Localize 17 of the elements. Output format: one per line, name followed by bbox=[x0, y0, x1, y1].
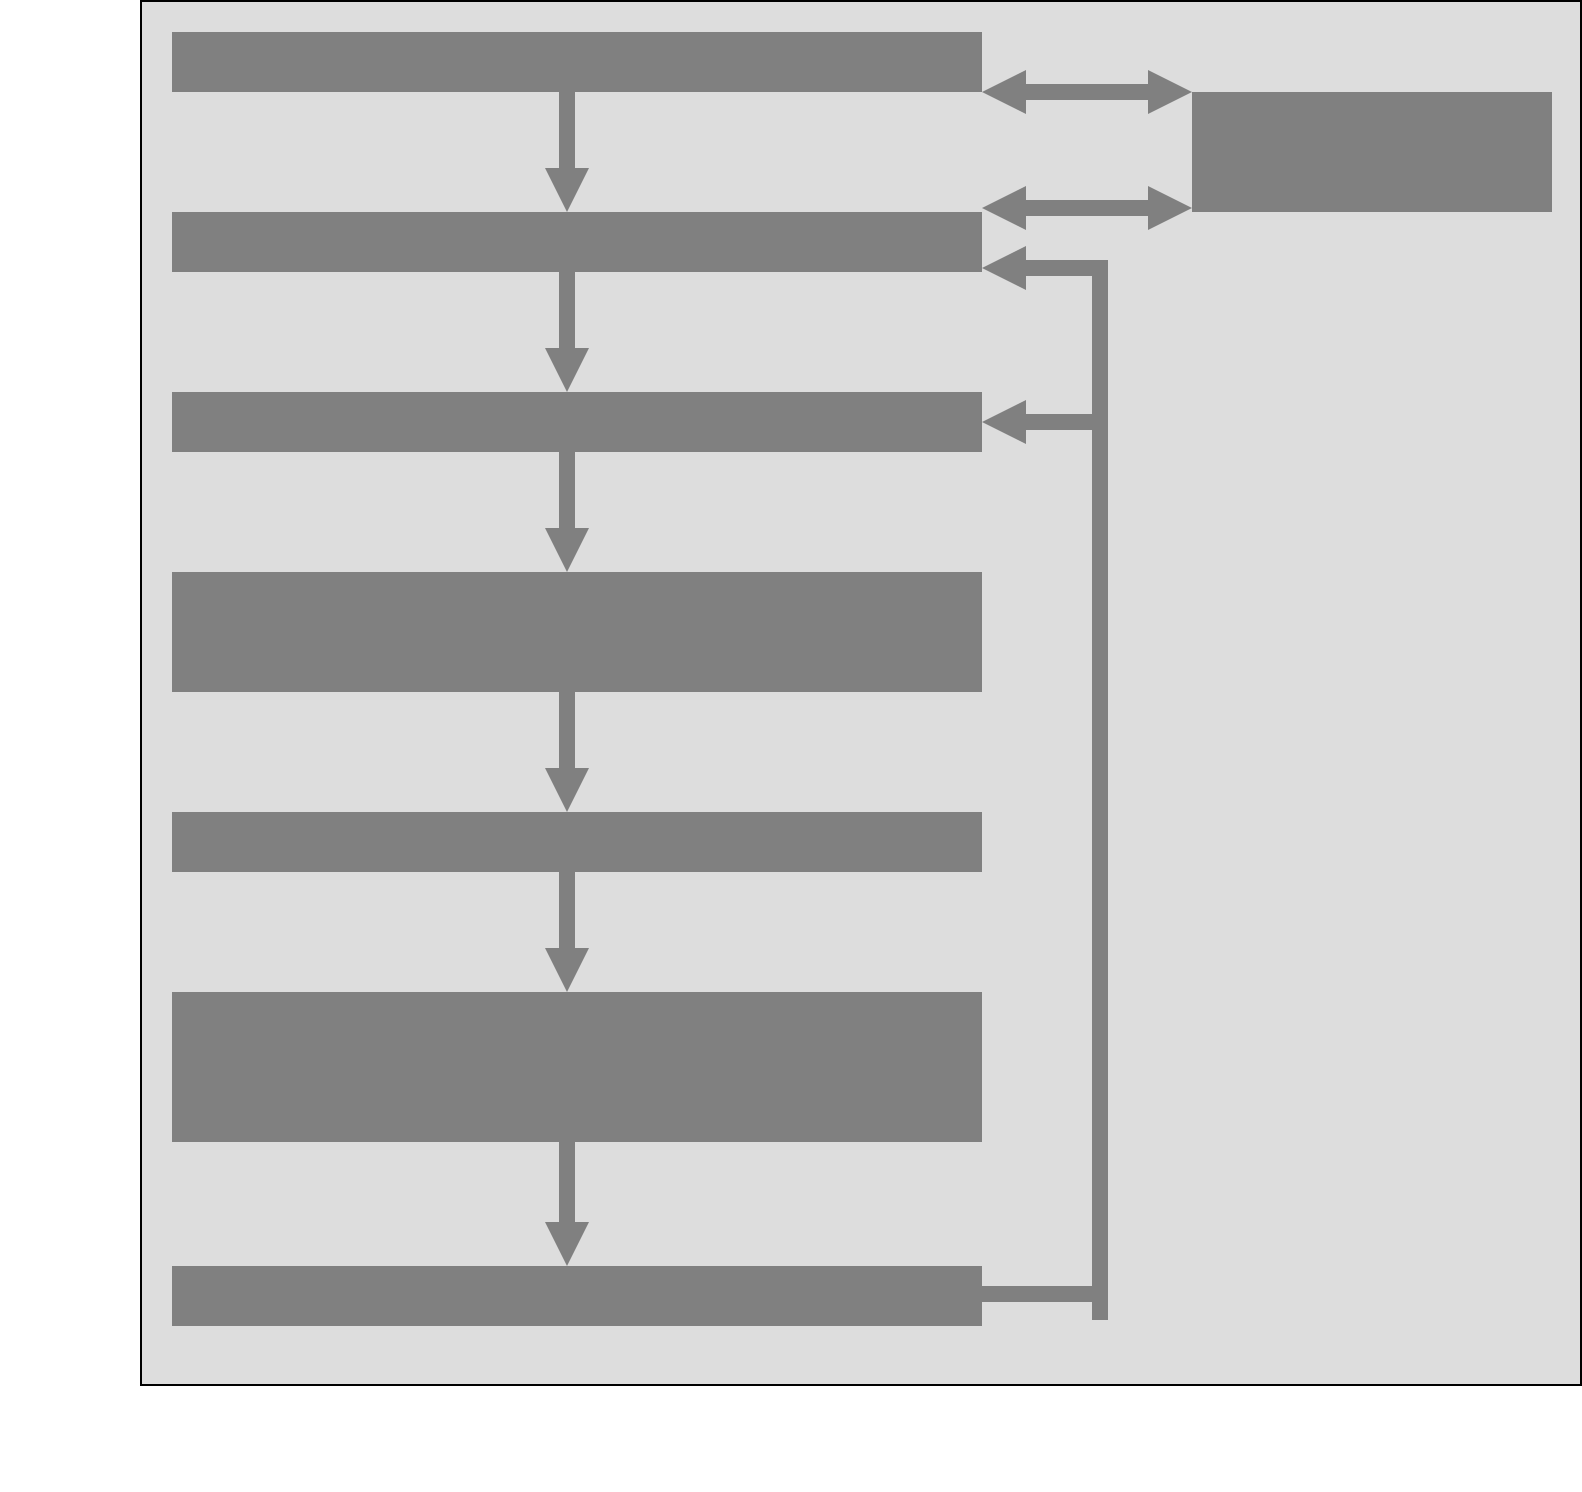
process-box bbox=[1192, 92, 1552, 212]
arrow bbox=[982, 70, 1192, 114]
arrow bbox=[545, 872, 589, 992]
process-box bbox=[172, 392, 982, 452]
process-box bbox=[172, 572, 982, 692]
diagram-panel bbox=[140, 0, 1582, 1386]
arrow bbox=[545, 92, 589, 212]
process-box bbox=[172, 212, 982, 272]
arrow bbox=[545, 1142, 589, 1266]
process-box bbox=[172, 992, 982, 1142]
process-box bbox=[172, 812, 982, 872]
arrow bbox=[982, 186, 1192, 230]
arrow bbox=[545, 452, 589, 572]
arrow bbox=[545, 692, 589, 812]
process-box bbox=[172, 1266, 982, 1326]
arrow bbox=[545, 272, 589, 392]
process-box bbox=[172, 32, 982, 92]
